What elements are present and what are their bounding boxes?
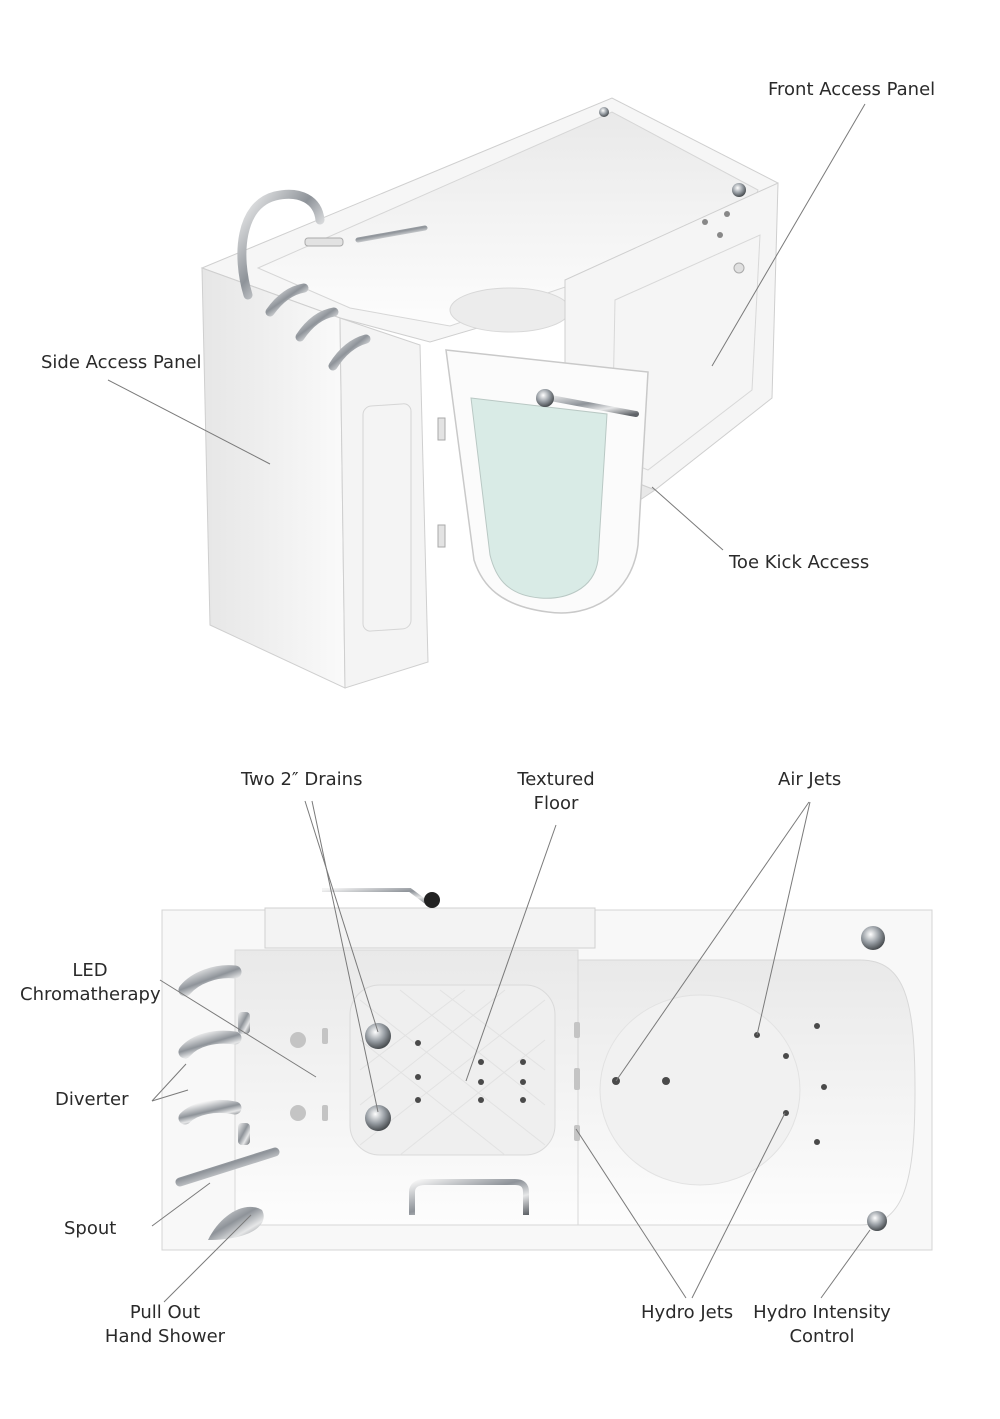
label-textured-floor-line2: Floor xyxy=(533,793,579,814)
label-toe-kick-access: Toe Kick Access xyxy=(729,552,870,573)
side-access-panel xyxy=(201,267,346,689)
hydro-intensity-knob xyxy=(867,1211,887,1231)
label-textured-floor-line1: Textured xyxy=(517,769,595,790)
label-diverter: Diverter xyxy=(55,1089,129,1110)
label-air-jets: Air Jets xyxy=(778,769,842,790)
hand-shower-top xyxy=(208,1206,264,1240)
label-hydro-intensity-control: Hydro Intensity Control xyxy=(747,1301,897,1349)
label-front-access-panel: Front Access Panel xyxy=(768,79,936,100)
tub-3d-view xyxy=(200,97,779,689)
label-hydro-intensity-line2: Control xyxy=(789,1326,855,1347)
leader-lines xyxy=(107,103,871,1303)
faucet-spout xyxy=(237,189,325,300)
label-led-line1: LED xyxy=(72,960,108,981)
label-side-access-panel: Side Access Panel xyxy=(41,352,202,373)
door-glass xyxy=(470,397,608,599)
tub-door xyxy=(437,349,649,614)
label-led-chromatherapy: LED Chromatherapy xyxy=(20,959,161,1007)
front-left-wall xyxy=(339,317,429,689)
drain-lower xyxy=(365,1105,391,1131)
label-spout: Spout xyxy=(64,1218,117,1239)
label-two-drains: Two 2″ Drains xyxy=(241,769,363,790)
label-hand-shower-line2: Hand Shower xyxy=(104,1326,226,1347)
spout-top xyxy=(175,1147,280,1187)
label-pull-out-hand-shower: Pull Out Hand Shower xyxy=(95,1301,235,1349)
drain-upper xyxy=(365,1023,391,1049)
label-hydro-jets: Hydro Jets xyxy=(641,1302,734,1323)
label-textured-floor: Textured Floor xyxy=(496,768,616,816)
label-hand-shower-line1: Pull Out xyxy=(129,1302,201,1323)
tub-top-view xyxy=(161,888,933,1251)
label-led-line2: Chromatherapy xyxy=(20,984,161,1005)
jet-dots xyxy=(415,1023,827,1145)
label-hydro-intensity-line1: Hydro Intensity xyxy=(753,1302,891,1323)
